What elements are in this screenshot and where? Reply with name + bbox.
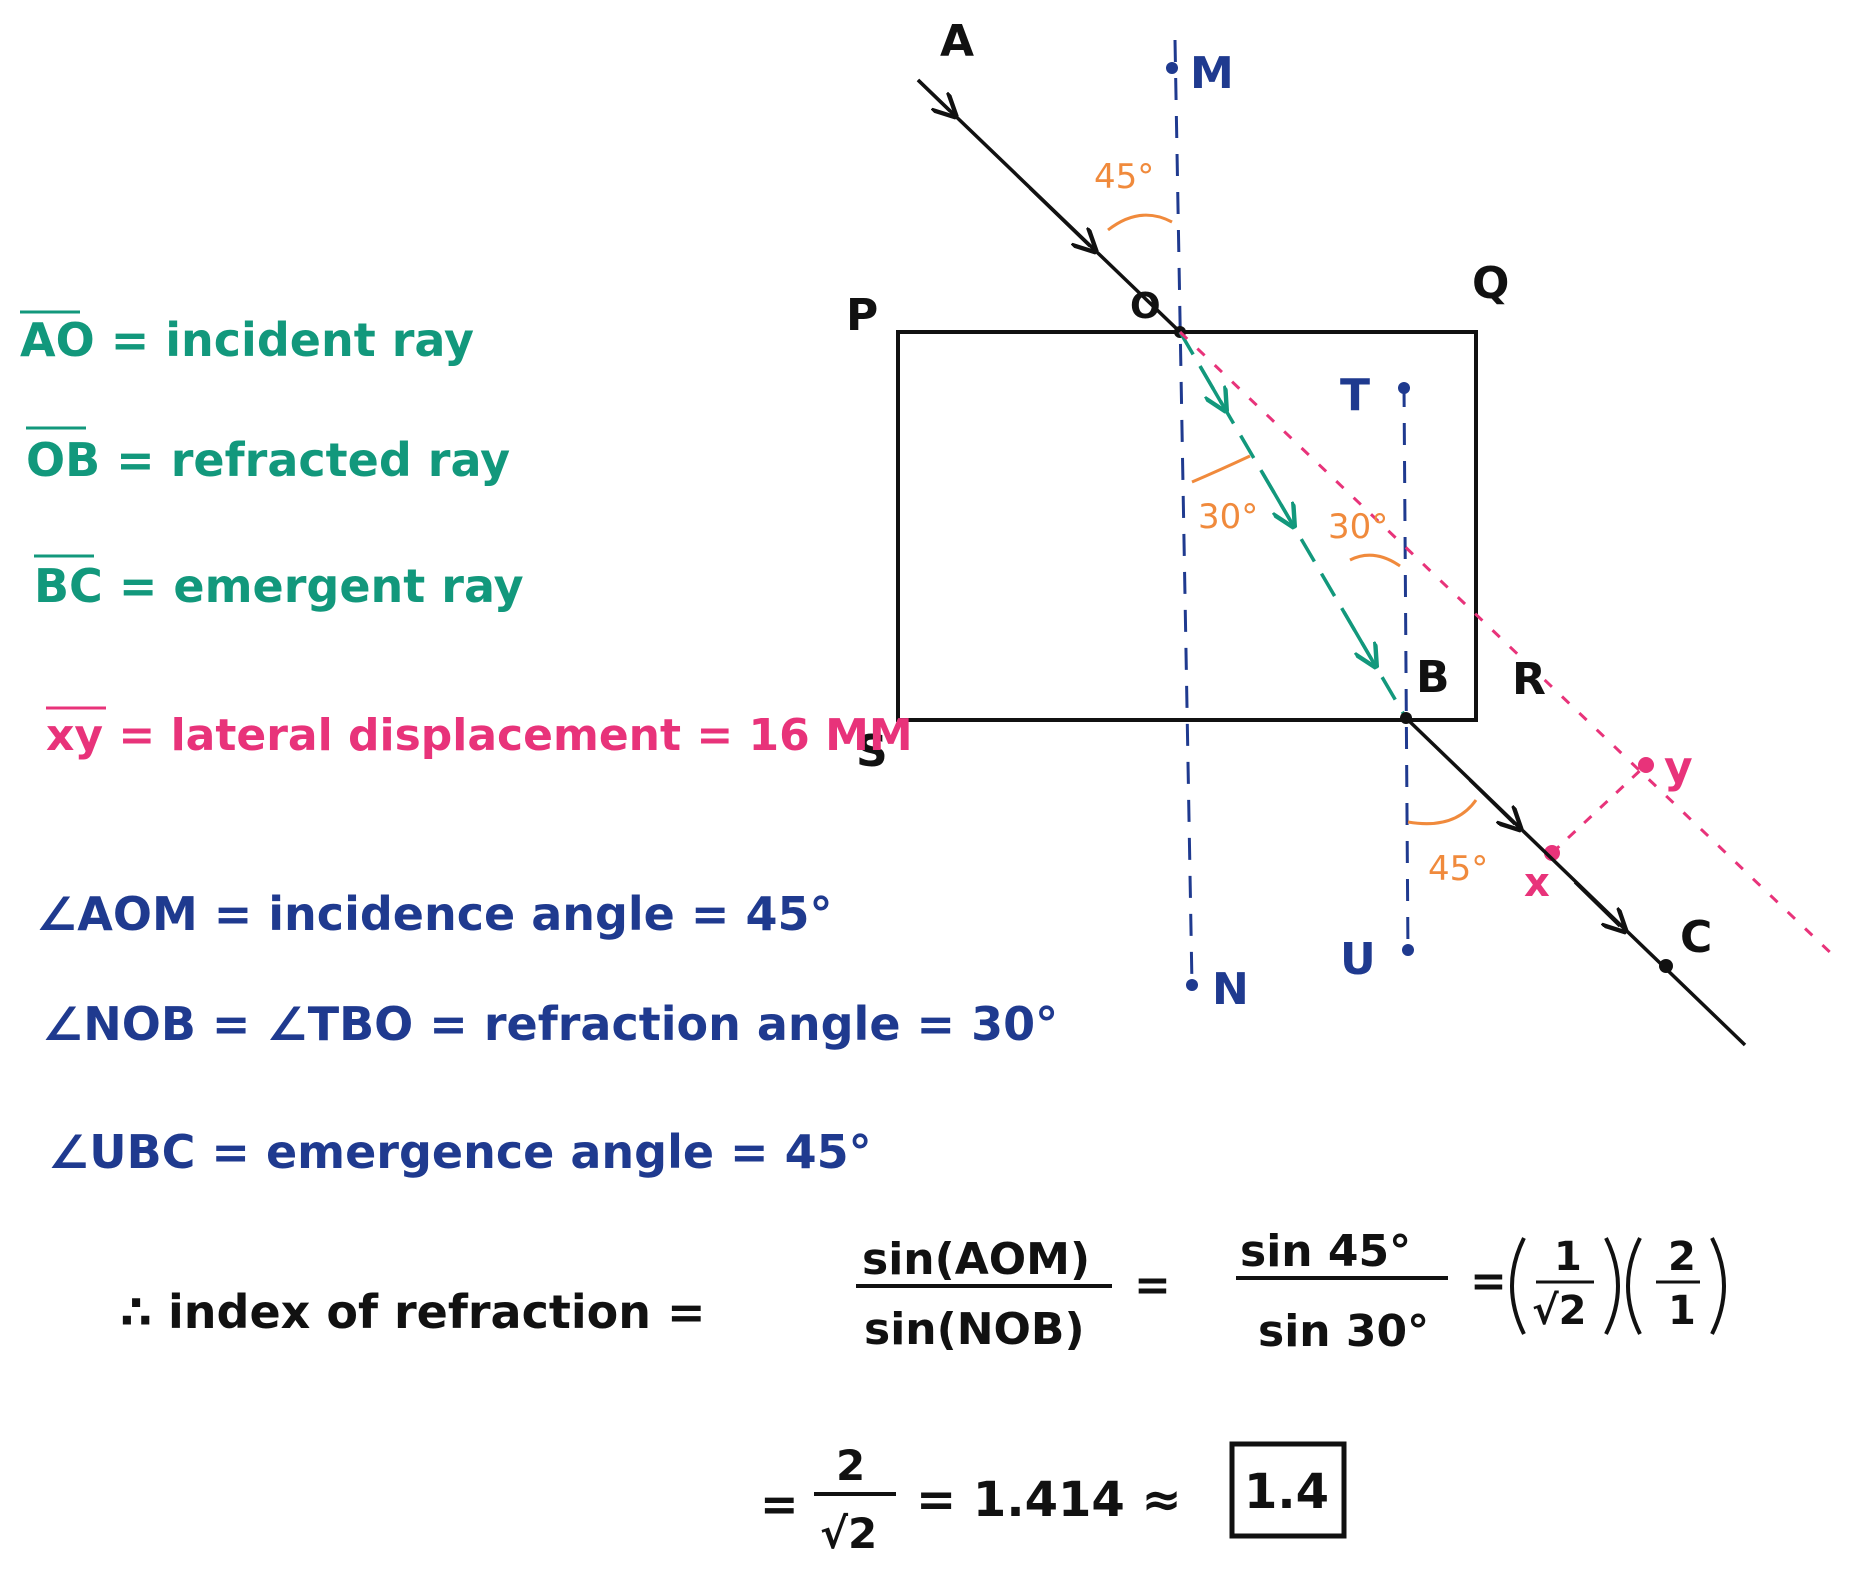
displacement-line	[1550, 763, 1648, 855]
label-s: S	[856, 726, 888, 777]
calculation: ∴ index of refraction = sin(AOM) sin(NOB…	[120, 1226, 1726, 1558]
calc-line2-eq: =	[760, 1477, 799, 1531]
label-t: T	[1340, 370, 1370, 421]
point-n	[1186, 979, 1198, 991]
normal-line-tu	[1402, 384, 1410, 956]
angle-label-refracted-right: 30°	[1328, 507, 1388, 547]
calc-eq-2: =	[1470, 1256, 1507, 1307]
calc-paren1-num: 1	[1554, 1234, 1582, 1280]
paren-1-open	[1510, 1237, 1526, 1335]
answer-box	[1229, 1441, 1347, 1539]
incident-extension	[1178, 330, 1838, 960]
label-y: y	[1664, 742, 1693, 793]
emergent-arrow-2	[1573, 880, 1620, 926]
label-q: Q	[1472, 258, 1509, 309]
calc-eq-1: =	[1134, 1260, 1171, 1311]
point-m	[1166, 62, 1178, 74]
incident-arrow-2	[1028, 186, 1090, 246]
incident-arrow-1	[916, 78, 950, 111]
label-m: M	[1190, 48, 1234, 99]
angle-label-emergent: 45°	[1428, 849, 1488, 889]
point-u	[1402, 944, 1414, 956]
calc-paren2-num: 2	[1668, 1234, 1696, 1280]
paren-2-open	[1626, 1237, 1642, 1335]
label-n: N	[1212, 964, 1249, 1015]
label-p: P	[846, 290, 878, 341]
point-y	[1638, 757, 1654, 773]
refracted-arrow-3	[1342, 611, 1372, 660]
emergent-arrow-1	[1468, 778, 1515, 824]
angle-arc-emergent	[1407, 799, 1478, 826]
label-o: O	[1130, 286, 1161, 327]
normal-line-mn	[1173, 39, 1194, 986]
legend-ao: AO = incident ray	[20, 313, 474, 367]
relation-ubc: ∠UBC = emergence angle = 45°	[48, 1125, 872, 1179]
angle-arc-refracted-left	[1191, 454, 1251, 484]
calc-answer: 1.4	[1244, 1464, 1329, 1520]
label-c: C	[1680, 912, 1712, 963]
label-u: U	[1340, 934, 1376, 985]
calc-lead: ∴ index of refraction =	[120, 1285, 706, 1339]
calc-denominator-2: sin 30°	[1258, 1306, 1429, 1357]
relation-aom: ∠AOM = incidence angle = 45°	[36, 887, 832, 941]
glass-slab	[896, 330, 1478, 722]
angle-label-incident: 45°	[1094, 157, 1154, 197]
legend-xy: xy = lateral displacement = 16 MM	[46, 710, 913, 761]
calc-line2-value: = 1.414 ≈	[916, 1472, 1182, 1528]
legend-bc: BC = emergent ray	[34, 559, 524, 613]
angle-label-refracted-left: 30°	[1198, 497, 1258, 537]
legend: AO = incident ray OB = refracted ray BC …	[20, 310, 913, 761]
angle-relations: ∠AOM = incidence angle = 45° ∠NOB = ∠TBO…	[36, 887, 1058, 1179]
label-r: R	[1512, 654, 1546, 705]
refracted-arrow-1	[1198, 365, 1222, 404]
label-x: x	[1524, 860, 1550, 906]
angle-arc-incident	[1107, 213, 1173, 232]
calc-paren2-den: 1	[1668, 1288, 1696, 1334]
calc-line2-den: √2	[820, 1509, 877, 1558]
refracted-arrow-2	[1260, 471, 1290, 520]
point-t	[1398, 382, 1410, 394]
label-b: B	[1416, 652, 1450, 703]
calc-denominator-1: sin(NOB)	[864, 1304, 1085, 1355]
point-c	[1659, 959, 1673, 973]
paren-2-close	[1710, 1237, 1726, 1335]
angle-arc-refracted-right	[1349, 553, 1401, 568]
relation-nob: ∠NOB = ∠TBO = refraction angle = 30°	[42, 997, 1058, 1051]
calc-paren1-den: √2	[1532, 1288, 1587, 1334]
calc-numerator-2: sin 45°	[1240, 1226, 1411, 1277]
label-a: A	[940, 16, 974, 67]
legend-ob: OB = refracted ray	[26, 433, 510, 487]
calc-line2-num: 2	[836, 1441, 865, 1490]
calc-numerator-1: sin(AOM)	[862, 1234, 1090, 1285]
paren-1-close	[1604, 1237, 1620, 1335]
